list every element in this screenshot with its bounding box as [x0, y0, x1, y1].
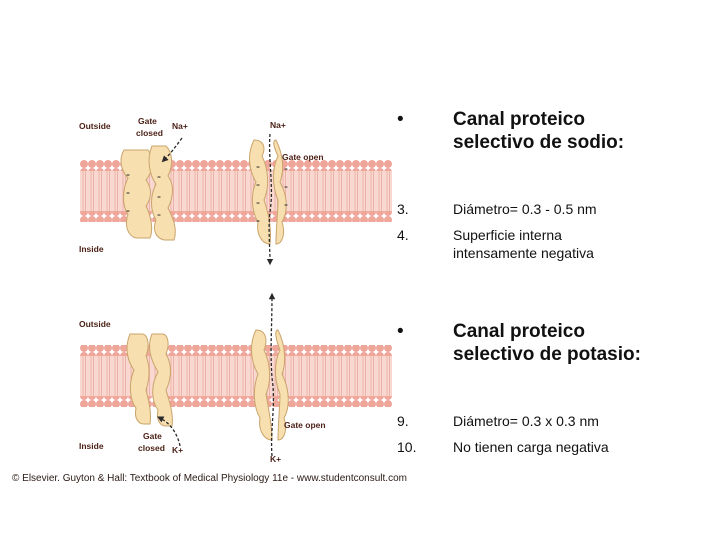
membrane-bottom-layer: [80, 211, 392, 222]
item-text: Diámetro= 0.3 - 0.5 nm: [453, 201, 597, 217]
svg-text:-: -: [157, 169, 161, 183]
na-outside-label: Outside: [79, 121, 111, 131]
na-closed-channel: - - - - - -: [120, 145, 176, 241]
item-potassium-charge: 10. No tienen carga negativa: [397, 438, 609, 456]
bullet-line: Canal proteico: [453, 321, 585, 342]
svg-text:-: -: [157, 207, 161, 221]
item-potassium-diameter: 9. Diámetro= 0.3 x 0.3 nm: [397, 412, 599, 430]
bullet-sodium-title: • Canal proteico selectivo de sodio:: [397, 108, 624, 154]
item-sodium-diameter: 3. Diámetro= 0.3 - 0.5 nm: [397, 200, 597, 218]
item-text: No tienen carga negativa: [453, 439, 609, 455]
svg-text:-: -: [284, 197, 288, 211]
na-gate-open-label: Gate open: [282, 152, 324, 162]
na-flow-arrow: [266, 133, 274, 266]
membrane-bottom-layer: [80, 396, 392, 407]
item-text: intensamente negativa: [453, 245, 594, 261]
bullet-marker: •: [397, 109, 404, 130]
svg-text:-: -: [256, 159, 260, 173]
svg-text:-: -: [126, 203, 130, 217]
na-inside-label: Inside: [79, 244, 104, 254]
k-gate-closed-label-1: Gate: [143, 431, 162, 441]
na-ion-label-closed: Na+: [172, 121, 188, 131]
number-marker: 3.: [397, 201, 409, 217]
bullet-potassium-title: • Canal proteico selectivo de potasio:: [397, 320, 641, 366]
k-closed-channel: [126, 333, 173, 427]
svg-text:-: -: [126, 185, 130, 199]
bullet-line: selectivo de sodio:: [453, 132, 625, 153]
number-marker: 4.: [397, 227, 409, 243]
membrane-top-layer: [80, 160, 392, 171]
na-open-channel: - - - - - - -: [249, 139, 288, 245]
svg-text:-: -: [126, 167, 130, 181]
item-sodium-surface: 4. Superficie interna intensamente negat…: [397, 226, 594, 262]
k-gate-open-label: Gate open: [284, 420, 326, 430]
number-marker: 9.: [397, 413, 409, 429]
membrane-top-layer: [80, 345, 392, 356]
svg-text:-: -: [284, 161, 288, 175]
na-blocked-arrow: [161, 137, 183, 163]
k-inside-label: Inside: [79, 441, 104, 451]
k-ion-label-closed: K+: [172, 445, 183, 455]
potassium-channel-panel: Outside Inside Gate closed K+ K+ Gate op…: [79, 292, 392, 464]
na-gate-closed-label-1: Gate: [138, 116, 157, 126]
ion-channel-figure: - - - - - - - - - - - - - Outside Inside…: [79, 116, 392, 464]
item-text: Diámetro= 0.3 x 0.3 nm: [453, 413, 599, 429]
membrane-core: [80, 356, 392, 396]
bullet-marker: •: [397, 321, 404, 342]
k-gate-closed-label-2: closed: [138, 443, 165, 453]
k-outside-label: Outside: [79, 319, 111, 329]
k-blocked-arrow: [157, 416, 181, 447]
figure-credit: © Elsevier. Guyton & Hall: Textbook of M…: [12, 473, 407, 484]
svg-text:-: -: [256, 195, 260, 209]
number-marker: 10.: [397, 439, 417, 455]
na-ion-label-open: Na+: [270, 120, 286, 130]
bullet-line: selectivo de potasio:: [453, 344, 641, 365]
svg-text:-: -: [157, 189, 161, 203]
k-flow-arrow: [268, 292, 276, 457]
svg-text:-: -: [256, 213, 260, 227]
na-gate-closed-label-2: closed: [136, 128, 163, 138]
sodium-channel-panel: - - - - - - - - - - - - - Outside Inside…: [79, 116, 392, 266]
k-ion-label-open: K+: [270, 454, 281, 464]
svg-text:-: -: [256, 177, 260, 191]
item-text: Superficie interna: [453, 227, 562, 243]
svg-text:-: -: [284, 179, 288, 193]
bullet-line: Canal proteico: [453, 109, 585, 130]
